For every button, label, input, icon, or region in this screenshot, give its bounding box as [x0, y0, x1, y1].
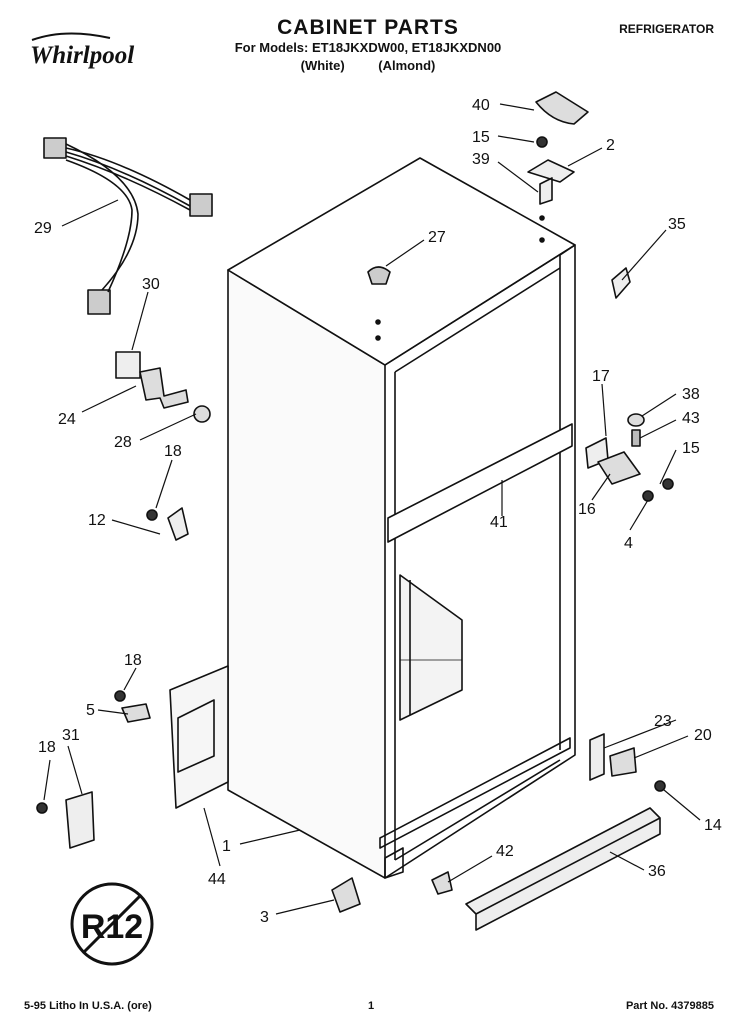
callout-31: 31 [62, 727, 80, 744]
caster-bracket [121, 703, 151, 723]
brand-logo-swoosh [31, 32, 111, 41]
callout-17: 17 [592, 368, 610, 385]
cabinet-body [227, 157, 576, 879]
callout-5: 5 [86, 702, 95, 719]
brand-logo: Whirlpool [30, 42, 135, 69]
wire-harness [43, 137, 213, 315]
callout-20: 20 [694, 727, 712, 744]
callout-36: 36 [648, 863, 666, 880]
callout-28: 28 [114, 434, 132, 451]
callout-15-top: 15 [472, 129, 490, 146]
callout-35: 35 [668, 216, 686, 233]
callout-4: 4 [624, 535, 633, 552]
callout-24: 24 [58, 411, 76, 428]
callout-12: 12 [88, 512, 106, 529]
leveler [331, 877, 361, 913]
callout-23: 23 [654, 713, 672, 730]
roller [609, 747, 637, 777]
callout-39: 39 [472, 151, 490, 168]
r12-stamp-text: R12 [81, 908, 143, 946]
washer [193, 405, 211, 423]
top-hinge [527, 159, 575, 205]
callout-30: 30 [142, 276, 160, 293]
model-numbers: For Models: ET18JKXDW00, ET18JKXDN00 [234, 40, 502, 55]
callout-14: 14 [704, 817, 722, 834]
callout-38: 38 [682, 386, 700, 403]
hinge-screw-top [536, 136, 548, 148]
callout-labels: 40 15 2 39 35 27 29 30 24 28 18 12 17 38… [34, 97, 722, 946]
leader-lines [43, 103, 701, 915]
page-number: 1 [368, 1000, 375, 1012]
callout-43: 43 [682, 410, 700, 427]
bracket [167, 507, 189, 541]
callout-42: 42 [496, 843, 514, 860]
hinge-cover [535, 91, 589, 125]
category-label: REFRIGERATOR [619, 22, 714, 36]
litho-note: 5-95 Litho In U.S.A. (ore) [24, 1000, 152, 1012]
callout-2: 2 [606, 137, 615, 154]
callout-44: 44 [208, 871, 226, 888]
callout-3: 3 [260, 909, 269, 926]
callout-18-upper: 18 [164, 443, 182, 460]
callout-27: 27 [428, 229, 446, 246]
model-colors: (White) (Almond) [300, 58, 436, 73]
r12-stamp [70, 882, 154, 966]
callout-15-middle: 15 [682, 440, 700, 457]
clip [431, 871, 453, 895]
page-title: CABINET PARTS [277, 16, 459, 39]
grommet [115, 351, 141, 379]
plug-button [367, 266, 391, 285]
callout-41: 41 [490, 514, 508, 531]
callout-18-left: 18 [38, 739, 56, 756]
callout-1: 1 [222, 838, 231, 855]
part-number: Part No. 4379885 [625, 1000, 714, 1012]
base-grille [465, 807, 661, 931]
callout-29: 29 [34, 220, 52, 237]
callout-40: 40 [472, 97, 490, 114]
roller-bracket [589, 733, 605, 781]
callout-16: 16 [578, 501, 596, 518]
center-rail [387, 423, 573, 543]
hinge-trim [611, 267, 631, 299]
kick-cover [65, 791, 95, 849]
callout-18-lower: 18 [124, 652, 142, 669]
drain-tube [139, 367, 189, 409]
